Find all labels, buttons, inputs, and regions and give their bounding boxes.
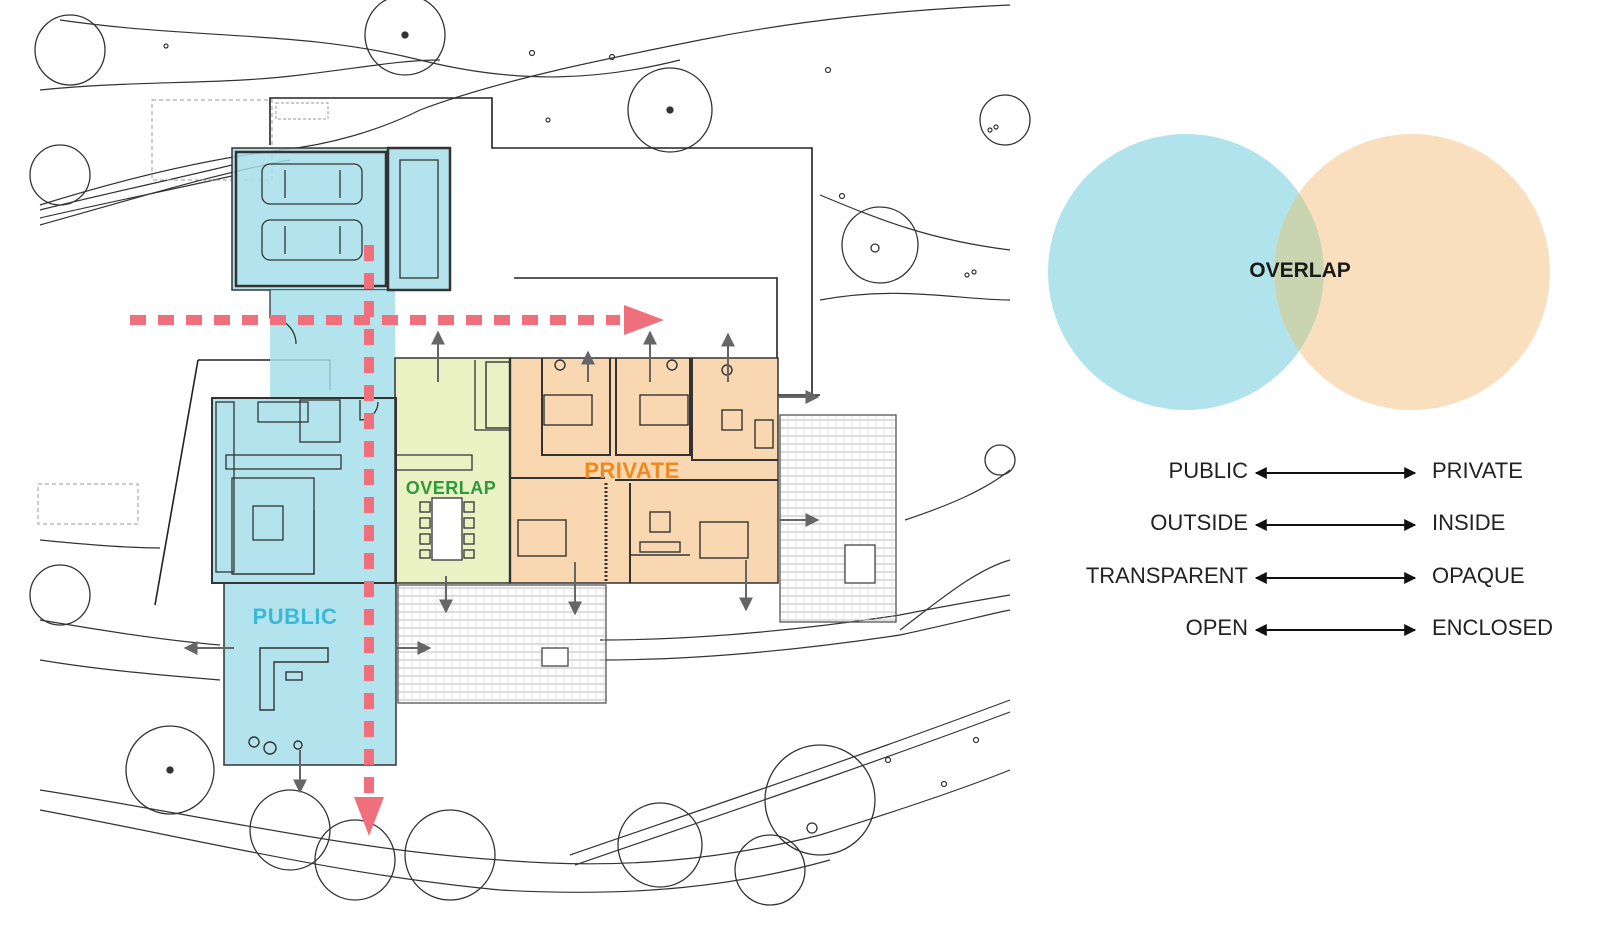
venn-private-circle — [1274, 134, 1550, 410]
circulation-arrows — [130, 245, 664, 836]
spectrum-row-3: TRANSPARENT OPAQUE — [1040, 563, 1570, 593]
venn-center-label: OVERLAP — [1249, 259, 1351, 282]
rear-deck — [779, 414, 897, 623]
kitchen-living — [211, 290, 397, 584]
spectrum-row-1: PUBLIC PRIVATE — [1040, 458, 1570, 488]
driveway — [39, 164, 233, 219]
spectrum-row-4: OPEN ENCLOSED — [1040, 615, 1570, 645]
dining-table — [395, 360, 510, 561]
site-points — [163, 43, 999, 788]
double-arrow-icon — [1254, 624, 1417, 636]
spectrum-right-label: ENCLOSED — [1432, 615, 1554, 640]
site-contours — [39, 4, 1011, 893]
spectrum-right-label: PRIVATE — [1432, 458, 1523, 483]
double-arrow-icon — [1254, 467, 1417, 479]
double-arrow-icon — [1254, 572, 1417, 584]
spectrum-right-label: OPAQUE — [1432, 563, 1525, 588]
spectrum-left-label: PUBLIC — [1168, 458, 1248, 483]
venn-diagram: OVERLAP — [1048, 134, 1550, 410]
spectrum-right-label: INSIDE — [1432, 510, 1506, 535]
view-arrows — [183, 330, 820, 794]
spectrum-left-label: TRANSPARENT — [1085, 563, 1248, 588]
double-arrow-icon — [1254, 519, 1417, 531]
private-zone-label: PRIVATE — [584, 458, 680, 483]
venn-public-circle — [1048, 134, 1324, 410]
private-rooms — [485, 358, 778, 583]
spectrum-left-label: OPEN — [1185, 615, 1248, 640]
garage — [234, 146, 452, 292]
site-trees — [29, 0, 1031, 906]
venn-overlap-region — [1274, 193, 1324, 351]
living-furniture — [248, 647, 329, 755]
spectrum-row-2: OUTSIDE INSIDE — [1040, 510, 1570, 540]
public-zone-label: PUBLIC — [253, 604, 338, 629]
spectrum-left-label: OUTSIDE — [1150, 510, 1248, 535]
overlap-zone-label: OVERLAP — [406, 478, 497, 498]
